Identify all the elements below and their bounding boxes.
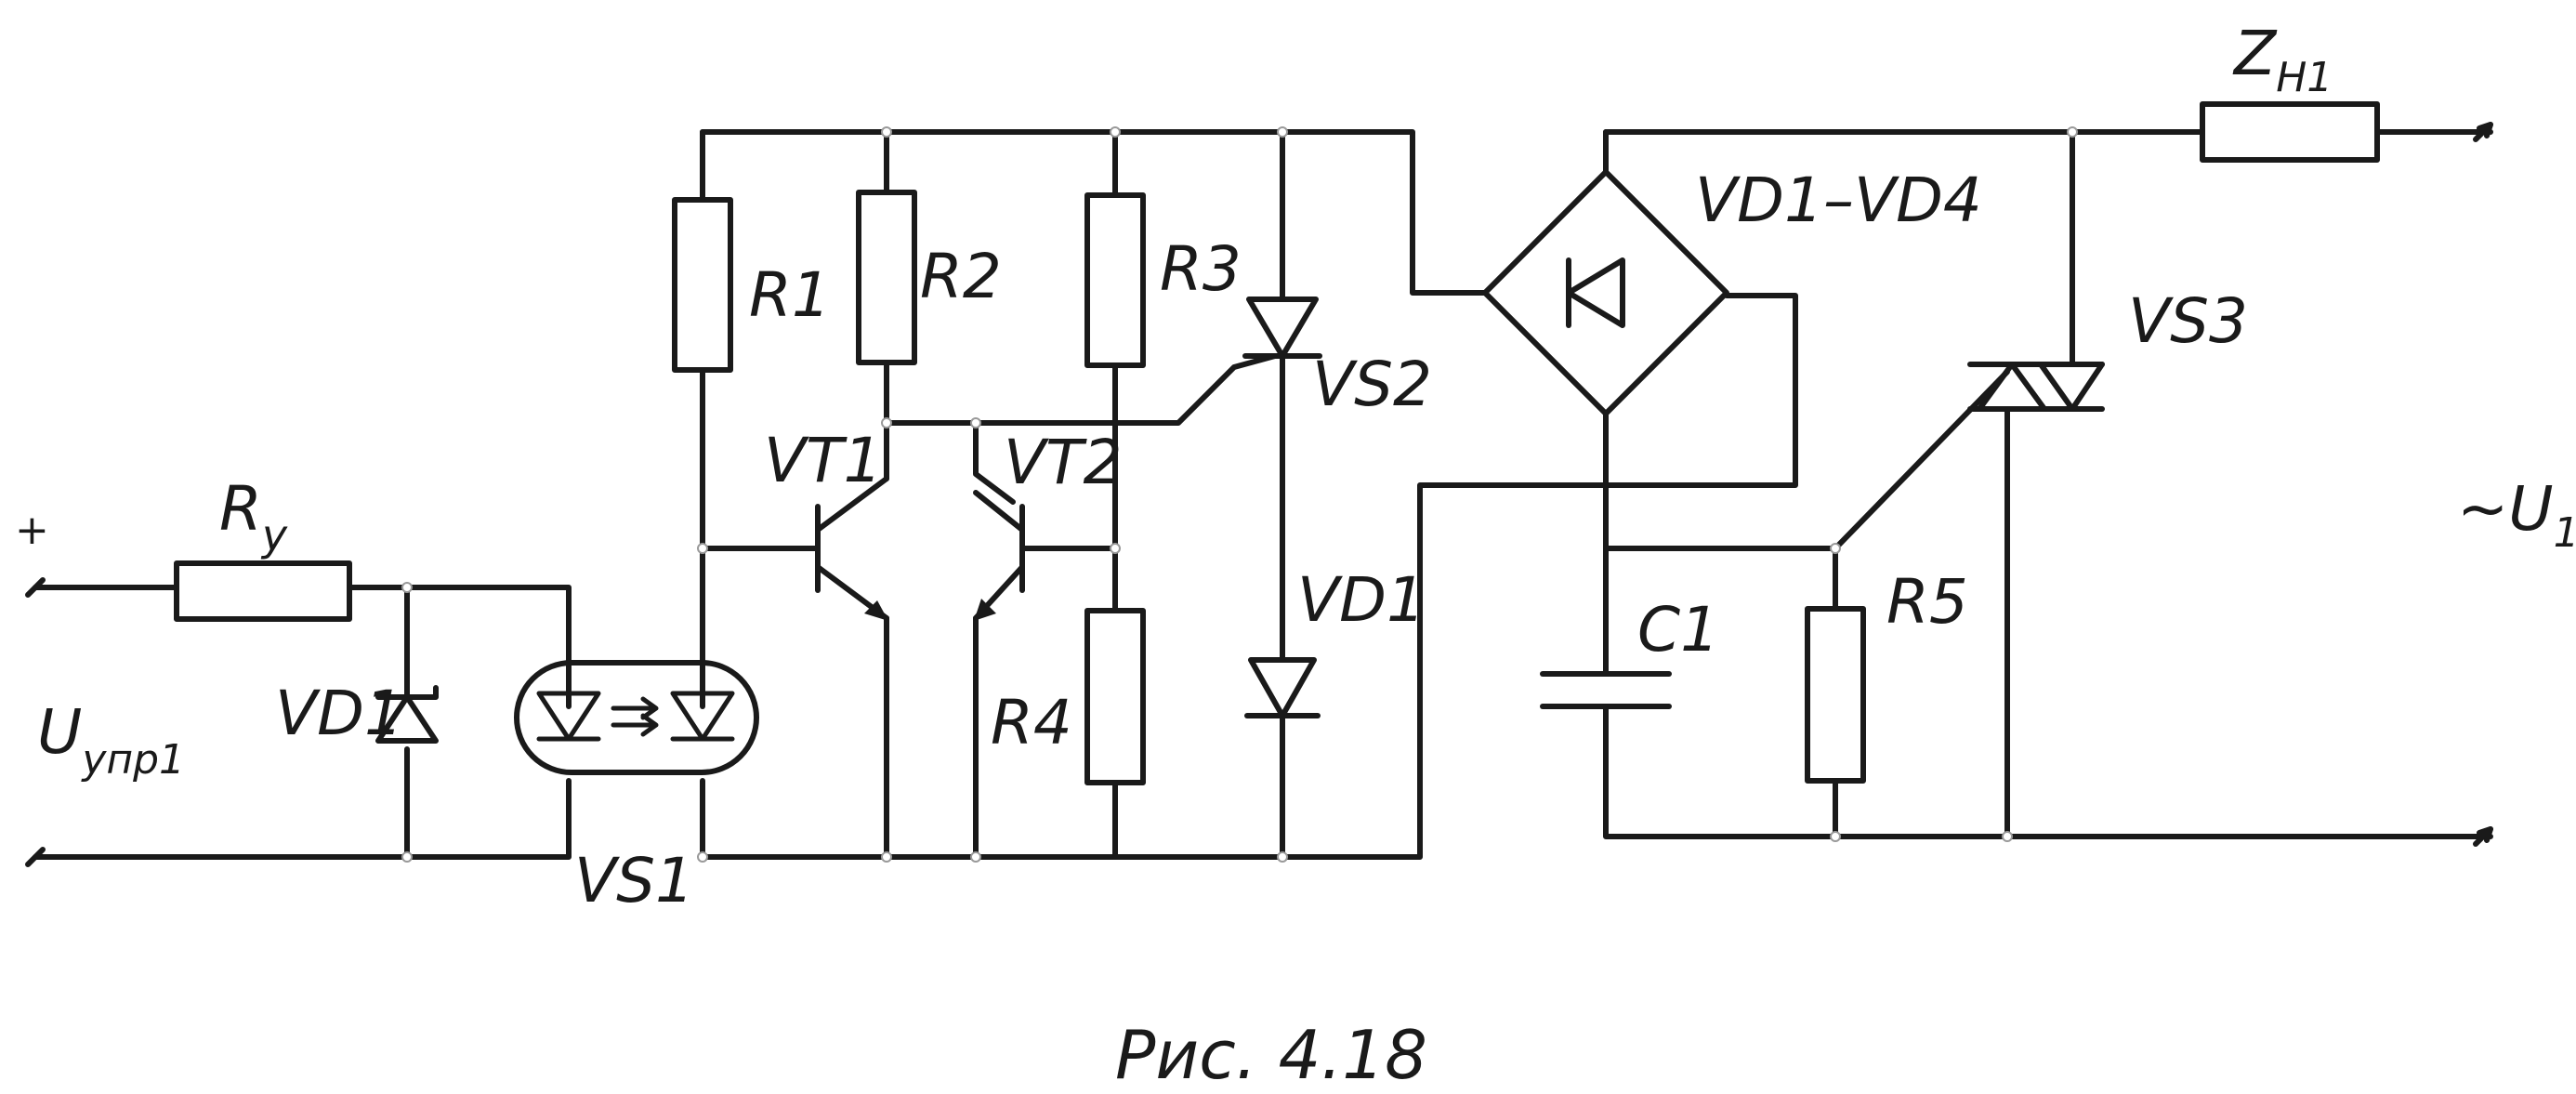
zener-diode-vd1-left bbox=[375, 685, 439, 744]
label-r1: R1 bbox=[749, 259, 831, 331]
capacitor-c1 bbox=[1540, 671, 1672, 709]
label-vt2: VT2 bbox=[1004, 427, 1122, 498]
load-zh1 bbox=[2200, 101, 2380, 163]
output-top-terminal bbox=[2473, 122, 2493, 142]
resistor-r3 bbox=[1084, 192, 1146, 368]
label-u1: ~U1 bbox=[2457, 473, 2576, 557]
thyristor-vs2 bbox=[1242, 297, 1322, 359]
label-r3: R3 bbox=[1160, 233, 1242, 305]
labels: + Rу Uупр1 VD1 VS1 R1 R2 R3 R4 VT1 VT2 V… bbox=[15, 18, 2576, 1094]
output-bottom-terminal bbox=[2473, 826, 2493, 847]
transistor-vt1 bbox=[815, 476, 889, 621]
diode-vd1-mid bbox=[1244, 657, 1321, 718]
resistor-r5 bbox=[1805, 606, 1866, 784]
resistor-r1 bbox=[672, 197, 733, 373]
label-vs3: VS3 bbox=[2128, 285, 2248, 357]
input-minus-terminal bbox=[25, 847, 46, 867]
label-vd1-left: VD1 bbox=[275, 678, 403, 749]
label-bridge: VD1–VD4 bbox=[1695, 165, 1982, 236]
label-r4: R4 bbox=[991, 687, 1072, 758]
optocoupler-vs1 bbox=[514, 660, 759, 775]
label-u-ctrl: Uупр1 bbox=[37, 696, 185, 784]
resistor-r4 bbox=[1084, 608, 1146, 785]
label-plus: + bbox=[15, 507, 49, 554]
label-vt1: VT1 bbox=[764, 425, 882, 496]
label-c1: C1 bbox=[1637, 594, 1719, 666]
label-vd1-mid: VD1 bbox=[1297, 564, 1426, 636]
resistor-r2 bbox=[856, 190, 917, 365]
label-r5: R5 bbox=[1886, 566, 1968, 638]
transistor-vt2 bbox=[973, 490, 1025, 621]
label-ry: Rу bbox=[219, 473, 288, 560]
label-zh1: ZН1 bbox=[2232, 18, 2333, 101]
resistor-ry bbox=[174, 560, 352, 622]
label-r2: R2 bbox=[920, 241, 1002, 312]
label-vs2: VS2 bbox=[1312, 349, 1432, 420]
input-plus-terminal bbox=[25, 577, 46, 598]
label-vs1: VS1 bbox=[574, 845, 694, 916]
junctions bbox=[401, 126, 2078, 863]
figure-caption: Рис. 4.18 bbox=[1115, 1016, 1427, 1094]
wires bbox=[33, 129, 2493, 860]
diode-bridge-vd1-vd4 bbox=[1482, 169, 1729, 416]
triac-vs3 bbox=[1967, 362, 2105, 412]
